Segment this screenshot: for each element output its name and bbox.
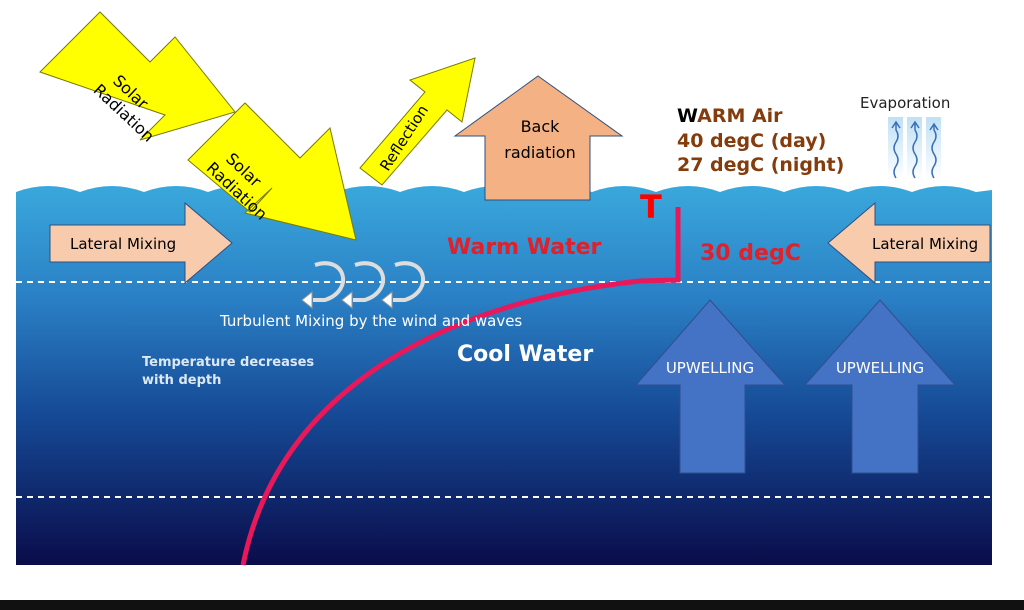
lateral-mixing-right-arrow: Lateral Mixing xyxy=(827,201,991,285)
taskbar xyxy=(0,600,1024,610)
warm-water-label: Warm Water xyxy=(447,235,602,260)
warm-air-label: WARM Air xyxy=(677,105,783,127)
turbulent-mixing-icon xyxy=(301,261,426,310)
svg-text:Lateral Mixing: Lateral Mixing xyxy=(872,235,978,253)
air-temp-day: 40 degC (day) xyxy=(677,130,826,152)
evaporation-icon xyxy=(888,117,941,180)
solar-radiation-arrow-1: SolarRadiation xyxy=(39,11,236,146)
evaporation-label: Evaporation xyxy=(860,94,950,112)
svg-text:UPWELLING: UPWELLING xyxy=(836,359,924,377)
svg-text:Reflection: Reflection xyxy=(376,102,432,174)
turbulent-mixing-label: Turbulent Mixing by the wind and waves xyxy=(219,312,522,330)
water-body xyxy=(16,186,992,565)
svg-text:UPWELLING: UPWELLING xyxy=(666,359,754,377)
reflection-arrow: Reflection xyxy=(359,57,476,186)
air-temp-night: 27 degC (night) xyxy=(677,154,844,176)
upwelling-arrow-1: UPWELLING xyxy=(634,299,787,474)
lateral-mixing-left-arrow: Lateral Mixing xyxy=(49,201,233,285)
water-temp-label: 30 degC xyxy=(700,241,801,266)
temperature-axis-label: T xyxy=(640,188,662,226)
cool-water-label: Cool Water xyxy=(457,342,593,367)
upwelling-arrow-2: UPWELLING xyxy=(803,299,957,474)
svg-text:Lateral Mixing: Lateral Mixing xyxy=(70,235,176,253)
temperature-profile-curve xyxy=(240,207,681,566)
